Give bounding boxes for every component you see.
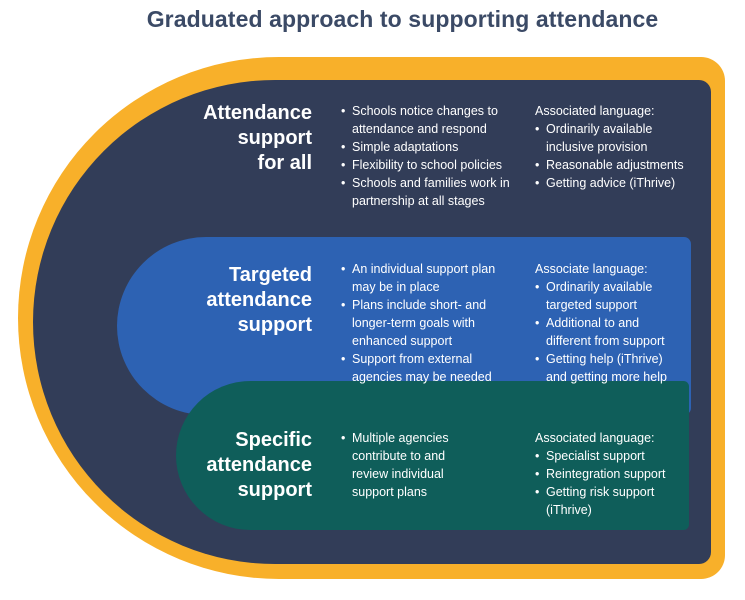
tier-targeted-label-line: support (237, 314, 312, 336)
language-list: Specialist support Reintegration support… (535, 447, 685, 519)
list-item: Getting help (iThrive) and getting more … (535, 350, 685, 386)
tier-targeted-label: Targeted attendance support (206, 263, 312, 338)
tier-specific-label-line: support (237, 479, 312, 501)
list-item: Ordinarily available targeted support (535, 278, 685, 314)
list-item: Reasonable adjustments (535, 156, 695, 174)
list-item: Flexibility to school policies (341, 156, 519, 174)
language-heading: Associated language: (535, 431, 655, 445)
tier-specific-label-line: attendance (206, 454, 312, 476)
tier-universal-label-line: Attendance (203, 102, 312, 124)
list-item: Additional to and different from support (535, 314, 685, 350)
diagram-title: Graduated approach to supporting attenda… (146, 6, 659, 32)
list-item: Specialist support (535, 447, 685, 465)
list-item: Getting advice (iThrive) (535, 174, 695, 192)
list-item: An individual support plan may be in pla… (341, 260, 519, 296)
list-item: Simple adaptations (341, 138, 519, 156)
language-heading: Associated language: (535, 104, 655, 118)
list-item: Schools and families work in partnership… (341, 174, 519, 210)
language-heading: Associate language: (535, 262, 648, 276)
tier-universal-label: Attendance support for all (203, 101, 312, 176)
language-list: Ordinarily available targeted support Ad… (535, 278, 685, 386)
tier-universal-label-line: for all (257, 152, 312, 174)
list-item: Multiple agencies contribute to and revi… (341, 429, 481, 501)
tier-universal-label-line: support (237, 127, 312, 149)
tier-specific-label-line: Specific (235, 429, 312, 451)
tier-targeted-bullets: An individual support plan may be in pla… (341, 260, 519, 386)
tier-specific-bullets: Multiple agencies contribute to and revi… (341, 429, 481, 501)
language-list: Ordinarily available inclusive provision… (535, 120, 695, 192)
tier-universal-bullets: Schools notice changes to attendance and… (341, 102, 519, 210)
list-item: Support from external agencies may be ne… (341, 350, 519, 386)
tier-targeted-label-line: Targeted (229, 264, 312, 286)
list-item: Reintegration support (535, 465, 685, 483)
tier-universal-language: Associated language: Ordinarily availabl… (535, 102, 695, 192)
list-item: Plans include short- and longer-term goa… (341, 296, 519, 350)
list-item: Getting risk support (iThrive) (535, 483, 685, 519)
tier-specific-language: Associated language: Specialist support … (535, 429, 685, 519)
tier-targeted-label-line: attendance (206, 289, 312, 311)
list-item: Schools notice changes to attendance and… (341, 102, 519, 138)
tier-targeted-language: Associate language: Ordinarily available… (535, 260, 685, 386)
list-item: Ordinarily available inclusive provision (535, 120, 695, 156)
tier-specific-label: Specific attendance support (206, 428, 312, 503)
